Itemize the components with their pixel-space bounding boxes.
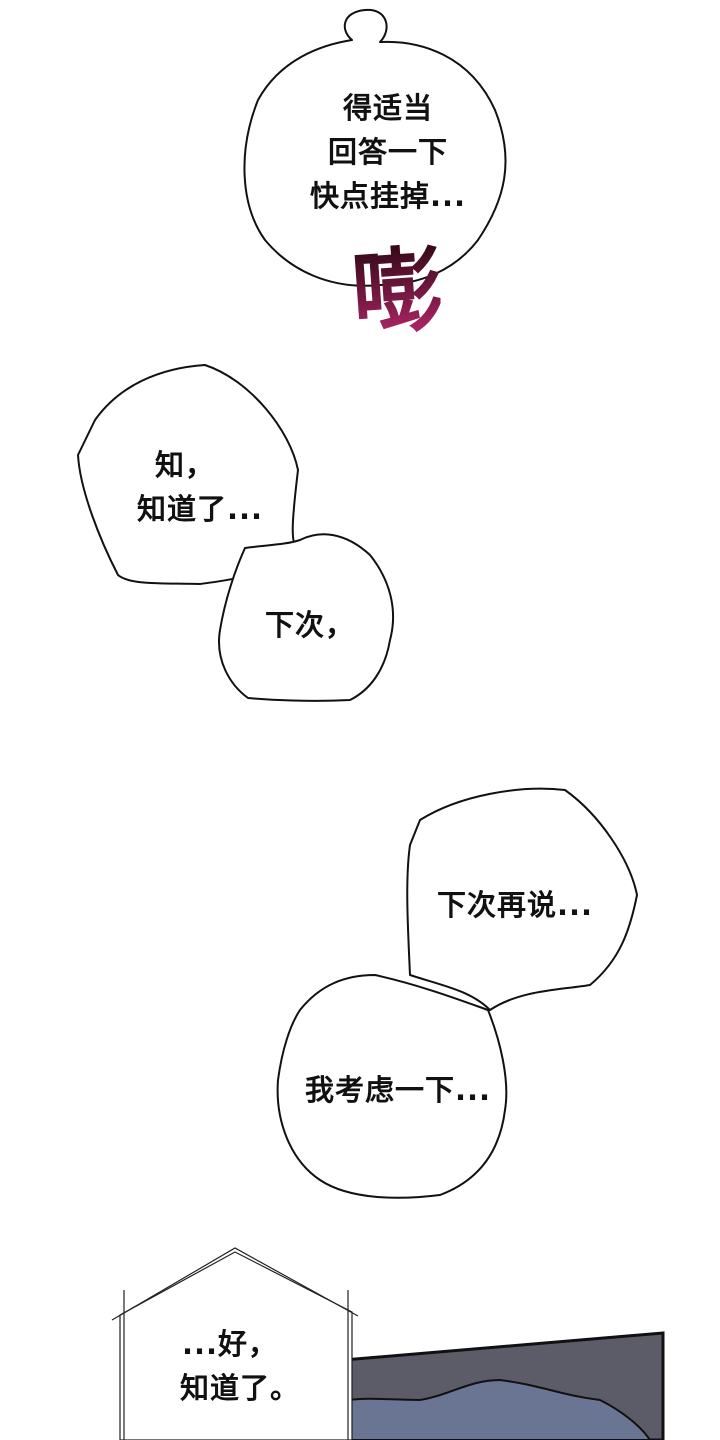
- bubble-line: 知道了...: [136, 492, 264, 526]
- hexagon-bubble-text: ...好， 知道了。: [180, 1322, 300, 1410]
- speech-bubble-4: [406, 787, 638, 1011]
- speech-bubble-5-text: 我考虑一下...: [305, 1068, 491, 1112]
- hexagon-bubble: [111, 1247, 359, 1440]
- bubble-line: 回答一下: [327, 135, 448, 169]
- thought-bubble-1-text: 得适当 回答一下 快点挂掉...: [310, 86, 466, 218]
- bubble-line: 知，: [154, 448, 215, 482]
- bubble-line: 得适当: [342, 91, 433, 125]
- speech-bubble-4-text: 下次再说...: [437, 883, 593, 927]
- bubble-line: 下次，: [264, 608, 356, 642]
- bubble-line: 我考虑一下...: [304, 1073, 492, 1107]
- bubble-line: ...好，: [181, 1327, 279, 1361]
- bubble-line: 下次再说...: [436, 888, 594, 922]
- bubble-line: 快点挂掉...: [309, 179, 467, 213]
- sound-effect: 嘭: [348, 236, 444, 349]
- speech-bubble-3-text: 下次，: [265, 603, 355, 647]
- blanket-shape: [319, 1378, 652, 1440]
- speech-bubble-3: [218, 533, 394, 702]
- speech-bubble-2-text: 知， 知道了...: [137, 443, 263, 531]
- thought-bubble-1: [243, 8, 507, 287]
- speech-bubble-5: [276, 974, 508, 1199]
- bubble-line: 知道了。: [179, 1371, 301, 1405]
